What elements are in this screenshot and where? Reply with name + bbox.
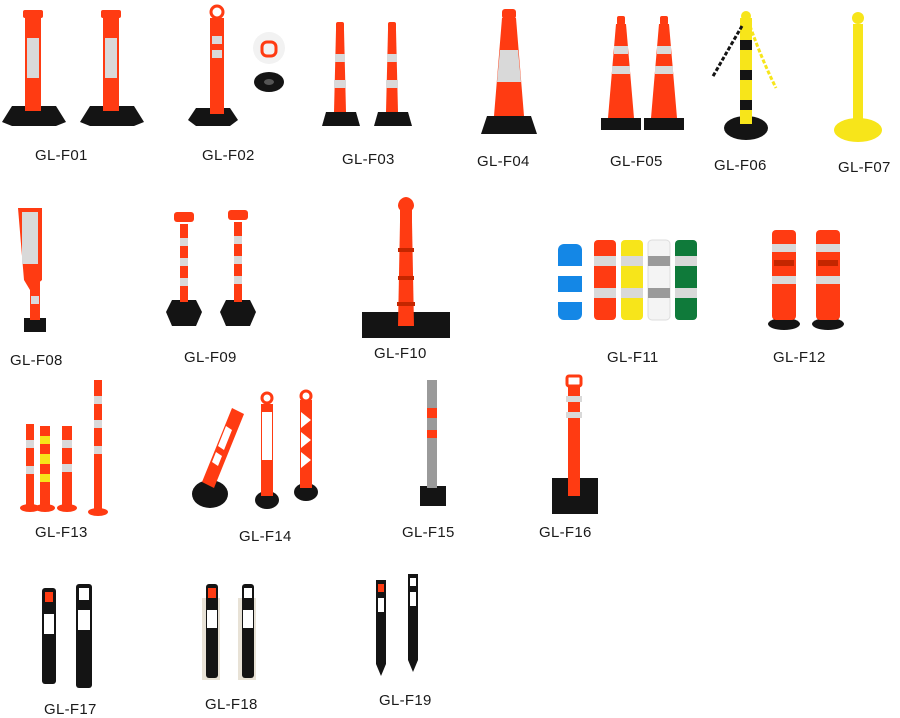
- gl-f03-label: GL-F03: [342, 151, 395, 168]
- gl-f01-label: GL-F01: [35, 147, 88, 164]
- gl-f16-label: GL-F16: [539, 524, 592, 541]
- gl-f08-label: GL-F08: [10, 352, 63, 369]
- gl-f17-label: GL-F17: [44, 701, 97, 718]
- gl-f13-label: GL-F13: [35, 524, 88, 541]
- gl-f04-label: GL-F04: [477, 153, 530, 170]
- gl-f14-label: GL-F14: [239, 528, 292, 545]
- gl-f10-label: GL-F10: [374, 345, 427, 362]
- gl-f12-label: GL-F12: [773, 349, 826, 366]
- gl-f06-label: GL-F06: [714, 157, 767, 174]
- gl-f19-label: GL-F19: [379, 692, 432, 709]
- gl-f18-label: GL-F18: [205, 696, 258, 713]
- gl-f02-label: GL-F02: [202, 147, 255, 164]
- gl-f07-label: GL-F07: [838, 159, 891, 176]
- gl-f09-label: GL-F09: [184, 349, 237, 366]
- gl-f15-label: GL-F15: [402, 524, 455, 541]
- gl-f11-label: GL-F11: [607, 349, 659, 366]
- gl-f05-label: GL-F05: [610, 153, 663, 170]
